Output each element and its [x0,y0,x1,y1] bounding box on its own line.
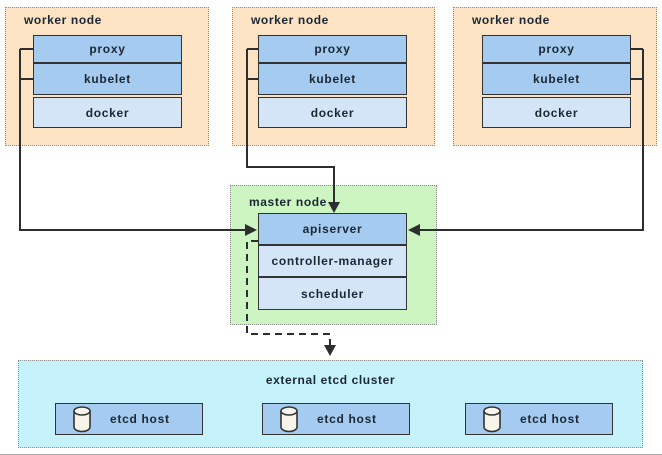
worker-node-3-title: worker node [472,13,550,27]
worker1-docker-box: docker [33,97,182,128]
worker2-docker-box: docker [258,97,407,128]
etcd-host-1: etcd host [55,403,203,435]
worker2-kubelet-box: kubelet [258,63,407,95]
master-controller-manager-box: controller-manager [258,245,407,277]
worker-node-1-title: worker node [24,13,102,27]
etcd-host-label: etcd host [520,412,580,426]
worker1-kubelet-box: kubelet [33,63,182,95]
apiserver-to-etcd-arrowhead [324,345,336,356]
worker3-proxy-box: proxy [482,35,631,63]
worker3-kubelet-box: kubelet [482,63,631,95]
worker-node-2-title: worker node [251,13,329,27]
etcd-host-label: etcd host [317,412,377,426]
worker3-docker-box: docker [482,97,631,128]
database-icon [483,405,501,432]
worker2-proxy-box: proxy [258,35,407,63]
etcd-host-2: etcd host [262,403,410,435]
database-icon [73,405,91,432]
database-icon [280,405,298,432]
master-node-title: master node [249,195,327,209]
etcd-cluster-title: external etcd cluster [265,373,396,387]
worker1-proxy-box: proxy [33,35,182,63]
etcd-host-label: etcd host [110,412,170,426]
etcd-host-3: etcd host [465,403,613,435]
master-apiserver-box: apiserver [258,213,407,245]
master-scheduler-box: scheduler [258,277,407,310]
